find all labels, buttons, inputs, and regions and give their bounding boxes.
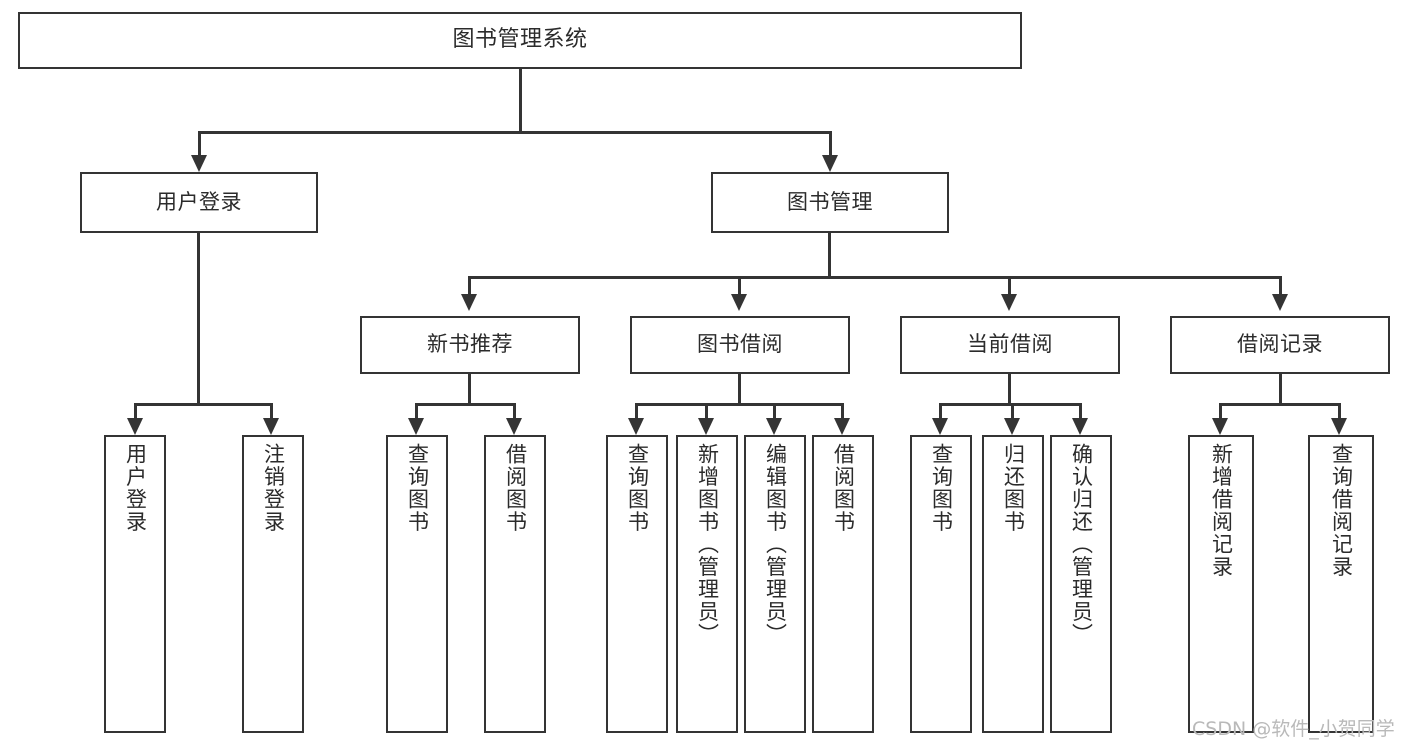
arrowhead-new-book-to-leaf-0 [408, 418, 424, 435]
node-leaf-borrow-books-new[interactable]: 借阅图书 [484, 435, 546, 733]
node-book-management-system[interactable]: 图书管理系统 [18, 12, 1022, 69]
arrowhead-user-login-to-leaf-2 [263, 418, 279, 435]
arrowhead-book-mgmt-to-l2-2 [1001, 294, 1017, 311]
node-user-login[interactable]: 用户登录 [80, 172, 318, 233]
node-label: 确认归还（管理员） [1069, 443, 1094, 646]
connector-book-borrow-to-leaf-2 [773, 403, 776, 420]
node-leaf-borrow-books[interactable]: 借阅图书 [812, 435, 874, 733]
node-label: 查询图书 [929, 443, 954, 533]
node-label: 借阅图书 [831, 443, 856, 533]
node-current-borrowing[interactable]: 当前借阅 [900, 316, 1120, 374]
node-leaf-query-books-new[interactable]: 查询图书 [386, 435, 448, 733]
node-leaf-add-book-admin[interactable]: 新增图书（管理员） [676, 435, 738, 733]
node-label: 图书管理 [787, 189, 873, 214]
connector-user-login-bus [134, 403, 272, 406]
connector-book-borrow-bus [635, 403, 844, 406]
node-label: 编辑图书（管理员） [763, 443, 788, 646]
arrowhead-root-to-user-login [191, 155, 207, 172]
arrowhead-book-borrow-to-leaf-3 [834, 418, 850, 435]
connector-current-borrow-stem [1008, 374, 1011, 405]
node-label: 图书管理系统 [452, 27, 588, 53]
arrowhead-borrow-records-to-leaf-1 [1331, 418, 1347, 435]
arrowhead-new-book-to-leaf-1 [506, 418, 522, 435]
connector-borrow-records-stem [1279, 374, 1282, 405]
node-label: 用户登录 [123, 443, 148, 533]
connector-book-borrow-to-leaf-3 [841, 403, 844, 420]
node-book-management[interactable]: 图书管理 [711, 172, 949, 233]
connector-book-borrow-to-leaf-1 [705, 403, 708, 420]
connector-user-login-to-leaf-1 [134, 403, 137, 420]
connector-book-mgmt-bus [468, 276, 1282, 279]
connector-new-book-bus [415, 403, 515, 406]
connector-user-login-to-leaf-2 [270, 403, 273, 420]
connector-root-stem [519, 69, 522, 133]
node-leaf-confirm-return-admin[interactable]: 确认归还（管理员） [1050, 435, 1112, 733]
connector-current-borrow-bus [939, 403, 1082, 406]
arrowhead-book-borrow-to-leaf-1 [698, 418, 714, 435]
connector-book-mgmt-to-l2-3 [1279, 276, 1282, 296]
connector-borrow-records-bus [1219, 403, 1341, 406]
connector-user-login-stem [197, 233, 200, 405]
arrowhead-current-borrow-to-leaf-1 [1004, 418, 1020, 435]
arrowhead-book-mgmt-to-l2-1 [731, 294, 747, 311]
node-book-borrowing[interactable]: 图书借阅 [630, 316, 850, 374]
node-leaf-edit-book-admin[interactable]: 编辑图书（管理员） [744, 435, 806, 733]
connector-book-borrow-to-leaf-0 [635, 403, 638, 420]
node-label: 归还图书 [1001, 443, 1026, 533]
arrowhead-current-borrow-to-leaf-0 [932, 418, 948, 435]
node-leaf-add-borrow-record[interactable]: 新增借阅记录 [1188, 435, 1254, 733]
connector-book-mgmt-to-l2-0 [468, 276, 471, 296]
node-leaf-logout[interactable]: 注销登录 [242, 435, 304, 733]
node-label: 新增图书（管理员） [695, 443, 720, 646]
connector-root-to-book-mgmt [829, 131, 832, 157]
connector-current-borrow-to-leaf-0 [939, 403, 942, 420]
node-leaf-return-books[interactable]: 归还图书 [982, 435, 1044, 733]
node-leaf-query-books-current[interactable]: 查询图书 [910, 435, 972, 733]
connector-borrow-records-to-leaf-1 [1338, 403, 1341, 420]
connector-current-borrow-to-leaf-1 [1011, 403, 1014, 420]
node-label: 查询图书 [625, 443, 650, 533]
connector-root-to-user-login [198, 131, 201, 157]
node-borrowing-records[interactable]: 借阅记录 [1170, 316, 1390, 374]
connector-new-book-to-leaf-0 [415, 403, 418, 420]
connector-current-borrow-to-leaf-2 [1079, 403, 1082, 420]
node-label: 新书推荐 [427, 332, 513, 357]
arrowhead-current-borrow-to-leaf-2 [1072, 418, 1088, 435]
node-label: 查询图书 [405, 443, 430, 533]
connector-book-borrow-stem [738, 374, 741, 405]
connector-new-book-stem [468, 374, 471, 405]
node-new-book-recommendation[interactable]: 新书推荐 [360, 316, 580, 374]
node-label: 借阅记录 [1237, 332, 1323, 357]
node-label: 借阅图书 [503, 443, 528, 533]
connector-new-book-to-leaf-1 [513, 403, 516, 420]
arrowhead-root-to-book-mgmt [822, 155, 838, 172]
arrowhead-borrow-records-to-leaf-0 [1212, 418, 1228, 435]
node-leaf-query-books-borrow[interactable]: 查询图书 [606, 435, 668, 733]
connector-book-mgmt-stem [828, 233, 831, 278]
node-label: 用户登录 [156, 189, 242, 214]
node-label: 当前借阅 [967, 332, 1053, 357]
connector-book-mgmt-to-l2-2 [1008, 276, 1011, 296]
node-leaf-query-borrow-record[interactable]: 查询借阅记录 [1308, 435, 1374, 733]
connector-book-mgmt-to-l2-1 [738, 276, 741, 296]
node-label: 图书借阅 [697, 332, 783, 357]
connector-root-bus [198, 131, 832, 134]
arrowhead-book-mgmt-to-l2-0 [461, 294, 477, 311]
connector-borrow-records-to-leaf-0 [1219, 403, 1222, 420]
arrowhead-book-borrow-to-leaf-0 [628, 418, 644, 435]
arrowhead-user-login-to-leaf-1 [127, 418, 143, 435]
arrowhead-book-mgmt-to-l2-3 [1272, 294, 1288, 311]
node-label: 查询借阅记录 [1329, 443, 1354, 578]
node-leaf-user-login[interactable]: 用户登录 [104, 435, 166, 733]
arrowhead-book-borrow-to-leaf-2 [766, 418, 782, 435]
node-label: 新增借阅记录 [1209, 443, 1234, 578]
node-label: 注销登录 [261, 443, 286, 533]
